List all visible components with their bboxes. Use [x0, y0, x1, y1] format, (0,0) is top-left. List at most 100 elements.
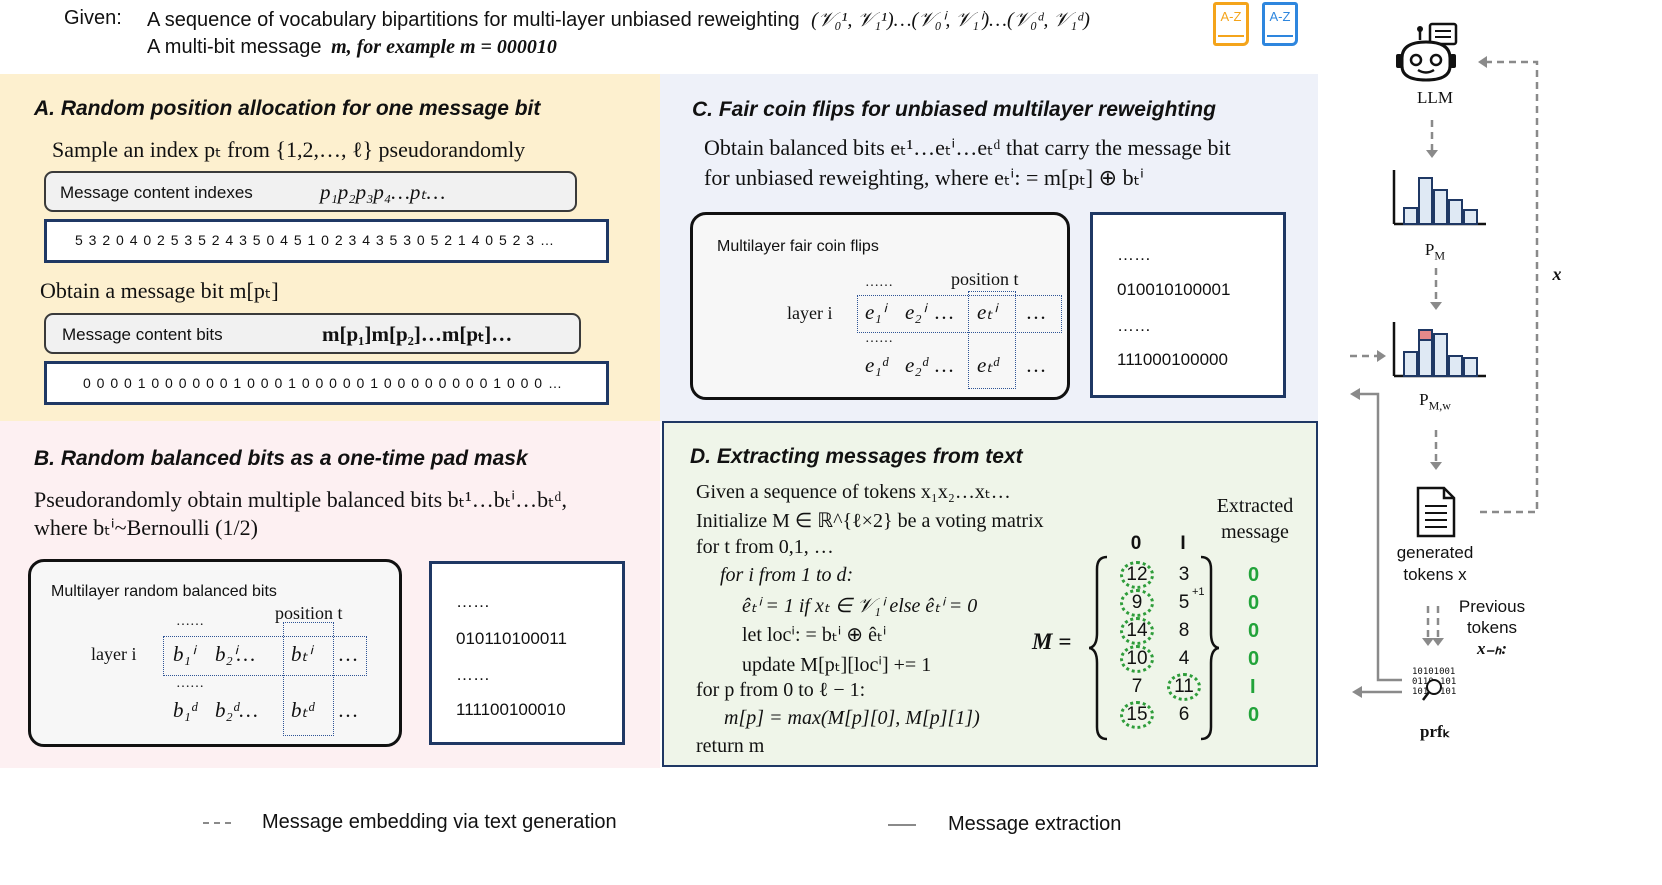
cell: e₂ᵈ — [905, 353, 929, 377]
matrix-cell-highlighted: 10 — [1120, 645, 1154, 673]
cell: e₁ᵈ — [865, 353, 889, 377]
cell: bₜⁱ — [291, 642, 312, 666]
panel-a: A. Random position allocation for one me… — [0, 74, 660, 421]
matrix-cell: 5 — [1178, 592, 1190, 613]
seq-line: …… — [456, 665, 490, 684]
panel-c: C. Fair coin flips for unbiased multilay… — [660, 74, 1318, 421]
svg-text:101: 101 — [1440, 677, 1456, 687]
dots: …… — [865, 331, 893, 346]
balanced-bits-sequence-box: …… 010110100011 …… 111100100010 — [429, 561, 625, 745]
position-column-highlight — [968, 291, 1016, 389]
legend-embedding-label: Message embedding via text generation — [262, 811, 617, 833]
layer-row-highlight — [163, 636, 367, 676]
cell: … — [935, 300, 954, 324]
extracted-bit: 0 — [1248, 592, 1260, 614]
panel-a-title: A. Random position allocation for one me… — [34, 97, 541, 120]
panel-c-line-1: Obtain balanced bits eₜ¹…eₜⁱ…eₜᵈ that ca… — [704, 135, 1231, 160]
code-line: return m — [696, 735, 765, 757]
document-icon — [1416, 486, 1456, 538]
panel-c-line-2: for unbiased reweighting, where eₜⁱ: = m… — [704, 165, 1144, 190]
x-feedback-label: x — [1552, 264, 1562, 284]
matrix-cell-highlighted: 11 — [1167, 673, 1201, 701]
legend-dashed-line — [203, 822, 231, 824]
arrowhead — [1430, 462, 1442, 470]
arrowhead — [1426, 150, 1438, 158]
seq-line: 010110100011 — [456, 629, 567, 648]
dots: …… — [176, 676, 204, 691]
bits-label: Message content bits — [62, 325, 223, 344]
cell: bₜᵈ — [291, 698, 315, 722]
indexes-math: p₁p₂p₃p₄…pₜ… — [320, 180, 446, 204]
col-header: I — [1180, 533, 1186, 554]
pmw-label: PM,w — [1419, 390, 1451, 413]
panel-b-line-1: Pseudorandomly obtain multiple balanced … — [34, 487, 567, 512]
matrix-cell: 8 — [1178, 620, 1190, 641]
matrix-cell-highlighted: 12 — [1120, 561, 1154, 589]
bits-math: m[p₁]m[p₂]…m[pₜ]… — [322, 322, 513, 346]
svg-text:10101001: 10101001 — [1412, 667, 1455, 677]
svg-text:101: 101 — [1412, 687, 1428, 697]
header-line-2: A multi-bit message m, for example m = 0… — [147, 36, 557, 58]
extraction-path — [1360, 392, 1402, 682]
cell: b₂ᵈ… — [215, 698, 258, 722]
matrix-cell-highlighted: 15 — [1120, 701, 1154, 729]
x-feedback-loop — [1480, 60, 1539, 514]
code-line: let locⁱ: = bₜⁱ ⊕ êₜⁱ — [742, 624, 887, 646]
generated-tokens-label: generated tokens x — [1396, 543, 1474, 584]
position-label: position t — [275, 603, 343, 623]
bits-sequence: 0 0 0 0 1 0 0 0 0 0 0 1 0 0 0 1 0 0 0 0 … — [83, 375, 563, 391]
arrowhead — [1478, 56, 1487, 68]
layer-row-highlight — [857, 295, 1062, 333]
layer-label: layer i — [787, 303, 833, 323]
cell: … — [935, 353, 954, 377]
extracted-title: Extracted message — [1216, 495, 1294, 543]
cell: b₁ⁱ — [173, 642, 195, 666]
cell: b₂ⁱ… — [215, 642, 256, 666]
seq-line: 111000100000 — [1117, 350, 1228, 369]
panel-a-obtain-text: Obtain a message bit m[pₜ] — [40, 278, 279, 303]
panel-c-title: C. Fair coin flips for unbiased multilay… — [692, 98, 1216, 121]
bits-sequence-box: 0 0 0 0 1 0 0 0 0 0 0 1 0 0 0 1 0 0 0 0 … — [44, 361, 609, 405]
fair-coin-flips-box: Multilayer fair coin flips position t ……… — [690, 212, 1070, 400]
cell: … — [1027, 300, 1046, 324]
extracted-bit: I — [1250, 676, 1256, 698]
indexes-sequence-box: 5 3 2 0 4 0 2 5 3 5 2 4 3 5 0 4 5 1 0 2 … — [44, 219, 609, 263]
seq-line: …… — [1117, 245, 1151, 264]
legend-solid-line — [888, 824, 916, 826]
matrix-cell: 6 — [1178, 704, 1190, 725]
given-label: Given: — [64, 7, 122, 29]
left-brace — [1089, 555, 1108, 741]
panel-d: D. Extracting messages from text Given a… — [662, 421, 1318, 767]
dictionary-book-icon: A-Z — [1262, 2, 1298, 46]
fair-coin-flips-title: Multilayer fair coin flips — [717, 238, 879, 255]
cell: b₁ᵈ — [173, 698, 198, 722]
panel-b-line-2: where bₜⁱ~Bernoulli (1/2) — [34, 515, 258, 540]
header-line-1: A sequence of vocabulary bipartitions fo… — [147, 9, 1090, 31]
arrowhead — [1430, 302, 1442, 310]
arrowhead — [1350, 388, 1360, 400]
reweighted-histogram-icon — [1392, 322, 1486, 378]
extracted-bit: 0 — [1248, 648, 1260, 670]
robot-icon — [1396, 22, 1458, 82]
col-header: 0 — [1130, 533, 1142, 554]
code-line: for t from 0,1, … — [696, 536, 834, 558]
matrix-label: M = — [1032, 629, 1072, 654]
cell: … — [339, 642, 358, 666]
prf-binary-icon: 10101001 0110 101 101 101 — [1412, 667, 1456, 701]
distribution-histogram-icon — [1392, 170, 1486, 226]
arrowhead — [1352, 686, 1362, 698]
llm-label: LLM — [1417, 88, 1453, 107]
matrix-cell-highlighted: 9 — [1120, 589, 1154, 617]
matrix-cell: 4 — [1178, 648, 1190, 669]
dictionary-book-icon: A-Z — [1213, 2, 1249, 46]
position-column-highlight — [283, 622, 334, 736]
panel-d-title: D. Extracting messages from text — [690, 445, 1023, 468]
cell: e₂ⁱ — [905, 300, 926, 324]
panel-b-title: B. Random balanced bits as a one-time pa… — [34, 447, 528, 470]
legend-extraction-label: Message extraction — [948, 813, 1122, 835]
balanced-bits-box: Multilayer random balanced bits position… — [28, 559, 402, 747]
seq-line: …… — [1117, 316, 1151, 335]
cell: … — [339, 698, 358, 722]
arrowhead — [1422, 638, 1434, 646]
prf-label: prfₖ — [1420, 722, 1450, 741]
